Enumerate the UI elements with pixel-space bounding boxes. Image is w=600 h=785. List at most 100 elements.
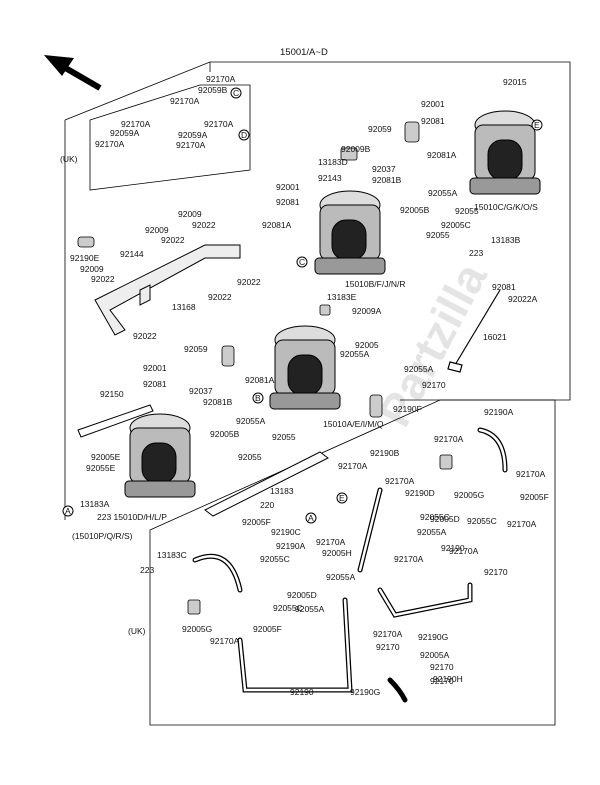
linkage-bracket-left	[94, 244, 241, 336]
part-label: 92081A	[427, 150, 457, 160]
part-label: 92190C	[271, 527, 301, 537]
part-label: 220	[260, 500, 274, 510]
part-label: 92055A	[404, 364, 434, 374]
part-label: 92190F	[393, 404, 422, 414]
part-label: 223	[469, 248, 483, 258]
part-label: 92005	[355, 340, 379, 350]
part-label: 92190G	[418, 632, 448, 642]
part-label: 13183B	[491, 235, 521, 245]
part-label: 92005F	[242, 517, 271, 527]
uk-inset-top	[89, 84, 251, 191]
part-label: 92190	[441, 543, 465, 553]
part-label: 92144	[120, 249, 144, 259]
part-label: 92009	[80, 264, 104, 274]
marker-a-low: A	[308, 513, 314, 523]
part-label: 92055C	[273, 603, 303, 613]
part-label: 92170	[422, 380, 446, 390]
part-label: 92009A	[352, 306, 382, 316]
part-label: 92170A	[316, 537, 346, 547]
part-label: 92081B	[203, 397, 233, 407]
part-label: 92081A	[262, 220, 292, 230]
part-labels: 92170A92059B92170A92170A92059A92170A9217…	[70, 74, 549, 697]
part-label: 92059A	[178, 130, 208, 140]
part-label: 92170A	[394, 554, 424, 564]
part-label: 92009	[145, 225, 169, 235]
part-label: 92055A	[340, 349, 370, 359]
part-label: 92059	[184, 344, 208, 354]
marker-b: B	[255, 393, 261, 403]
part-label: 92170	[430, 662, 454, 672]
part-label: 92001	[143, 363, 167, 373]
cable-16021	[447, 289, 501, 373]
front-direction-arrow-icon	[44, 55, 102, 91]
part-label: 13183A	[80, 499, 110, 509]
part-label: 92059A	[110, 128, 140, 138]
hose-lines-inner	[193, 428, 507, 692]
part-label: 92170A	[434, 434, 464, 444]
part-label: 92022	[133, 331, 157, 341]
part-label: 92170	[484, 567, 508, 577]
part-label: 92005H	[322, 548, 352, 558]
part-label: 16021	[483, 332, 507, 342]
part-label: 92005G	[454, 490, 484, 500]
part-label: 92055	[238, 452, 262, 462]
part-label: 92055E	[86, 463, 116, 473]
part-label: 92009B	[341, 144, 371, 154]
part-label: 92055	[426, 230, 450, 240]
part-label: 92055C	[260, 554, 290, 564]
part-label: 92170A	[373, 629, 403, 639]
part-label: 92055	[455, 206, 479, 216]
part-label: 92190D	[405, 488, 435, 498]
marker-d-top: D	[241, 130, 247, 140]
part-label: 15010B/F/J/N/R	[345, 279, 405, 289]
part-label: 92170A	[206, 74, 236, 84]
part-label: 92081	[143, 379, 167, 389]
part-label: 92005F	[520, 492, 549, 502]
part-label: 13183C	[157, 550, 187, 560]
part-label: 223 15010D/H/L/P	[97, 512, 167, 522]
part-label: 92015	[503, 77, 527, 87]
marker-c-top: C	[233, 88, 239, 98]
part-label: 92170A	[507, 519, 537, 529]
part-label: 92005B	[210, 429, 240, 439]
carburetor-upper-right	[469, 110, 541, 195]
part-label: 92037	[189, 386, 213, 396]
part-label: 13168	[172, 302, 196, 312]
part-label: 92055A	[236, 416, 266, 426]
shaft-92150	[77, 404, 154, 438]
part-label: (15010P/Q/R/S)	[72, 531, 133, 541]
part-label: 92001	[276, 182, 300, 192]
part-label: 13183	[270, 486, 294, 496]
part-label: 92190	[290, 687, 314, 697]
part-label: 92055C	[467, 516, 497, 526]
part-label: 92143	[318, 173, 342, 183]
part-label: 92009	[178, 209, 202, 219]
part-label: 92055A	[428, 188, 458, 198]
part-label: 92005C	[441, 220, 471, 230]
part-label: 92059	[368, 124, 392, 134]
uk-label-bottom: (UK)	[128, 626, 146, 636]
part-label: 92005D	[287, 590, 317, 600]
marker-a-left: A	[65, 506, 71, 516]
part-label: 92005F	[253, 624, 282, 634]
part-label: 92190G	[350, 687, 380, 697]
part-label: 92081B	[372, 175, 402, 185]
part-label: 15010A/E/I/M/Q	[323, 419, 384, 429]
part-label: 92005G	[182, 624, 212, 634]
carburetor-upper-middle	[314, 190, 386, 275]
part-label: 92170A	[176, 140, 206, 150]
part-label: 92150	[100, 389, 124, 399]
part-label: 92001	[421, 99, 445, 109]
part-label: 92022	[192, 220, 216, 230]
part-label: 92190A	[276, 541, 306, 551]
part-label: 92081	[276, 197, 300, 207]
part-label: 92190B	[370, 448, 400, 458]
part-label: 92059B	[198, 85, 228, 95]
part-label: 92170A	[121, 119, 151, 129]
carburetor-lower-left	[124, 413, 196, 498]
part-label: 92005A	[420, 650, 450, 660]
part-label: 15010C/G/K/O/S	[474, 202, 538, 212]
uk-inset-bottom	[149, 399, 556, 726]
uk-label-top: (UK)	[60, 154, 78, 164]
